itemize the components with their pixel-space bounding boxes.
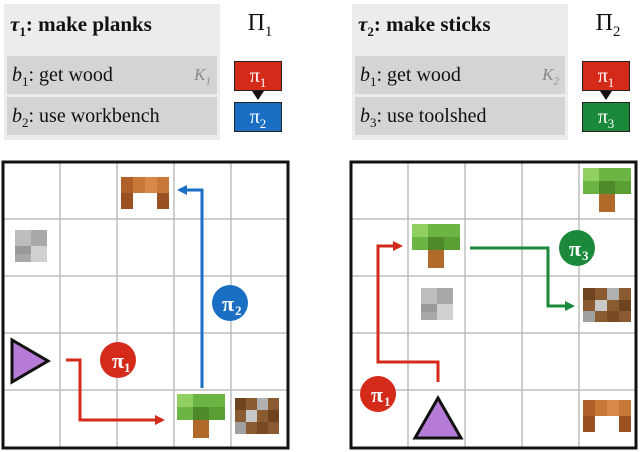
policy-arrow-icon — [252, 91, 264, 100]
policy-arrow-icon — [600, 91, 612, 100]
task-panel-2: τ2: make sticks b1: get wood K2 b3: use … — [352, 4, 638, 140]
path-pi1-left — [66, 358, 165, 425]
task-panel-1: τ1: make planks b1: get wood K1 b2: use … — [4, 4, 290, 140]
svg-text:2: 2 — [235, 303, 242, 318]
subtask-row-get-wood: b1: get wood K2 — [355, 56, 565, 94]
policy-box-pi1: π1 — [234, 61, 282, 91]
policy-box-pi1: π1 — [582, 61, 630, 91]
svg-text:π: π — [371, 382, 383, 407]
path-label-pi1-left: π 1 — [100, 342, 136, 378]
path-pi1-right — [376, 241, 440, 382]
path-label-pi2-left: π 2 — [212, 285, 248, 321]
subtask-row-get-wood: b1: get wood K1 — [7, 56, 217, 94]
policy-box-pi2: π2 — [234, 102, 282, 132]
path-label-pi3-right: π 3 — [559, 230, 595, 266]
svg-text:π: π — [222, 291, 234, 316]
subtask-row-use-toolshed: b3: use toolshed — [355, 97, 565, 135]
workbench-icon — [121, 177, 169, 209]
policy-set-label-1: Π1 — [247, 10, 273, 40]
task-title-2: τ2: make sticks — [358, 12, 491, 40]
tree-icon — [583, 168, 631, 212]
svg-text:1: 1 — [384, 394, 391, 409]
left-grid: π 1 π 2 — [1, 160, 290, 450]
subtask-row-use-workbench: b2: use workbench — [7, 97, 217, 135]
tree-icon — [177, 394, 225, 438]
path-pi2-left — [177, 185, 204, 388]
right-grid: π 1 π 3 — [349, 160, 638, 450]
svg-text:1: 1 — [124, 360, 131, 375]
stone-icon — [15, 230, 47, 262]
path-pi3-right — [470, 246, 575, 311]
agent-triangle-icon — [412, 394, 464, 440]
tree-icon — [412, 224, 460, 268]
agent-triangle-icon — [10, 337, 51, 385]
policy-set-label-2: Π2 — [595, 10, 621, 40]
k-badge: K1 — [194, 65, 211, 88]
task-title-1: τ1: make planks — [10, 12, 152, 40]
toolshed-icon — [583, 288, 631, 322]
svg-text:π: π — [569, 236, 581, 261]
path-label-pi1-right: π 1 — [360, 376, 396, 412]
policy-box-pi3: π3 — [582, 102, 630, 132]
workbench-icon — [583, 400, 631, 432]
svg-text:π: π — [112, 348, 124, 373]
k-badge: K2 — [542, 65, 559, 88]
svg-text:3: 3 — [582, 248, 589, 263]
toolshed-icon — [235, 398, 279, 434]
stone-icon — [421, 288, 453, 320]
